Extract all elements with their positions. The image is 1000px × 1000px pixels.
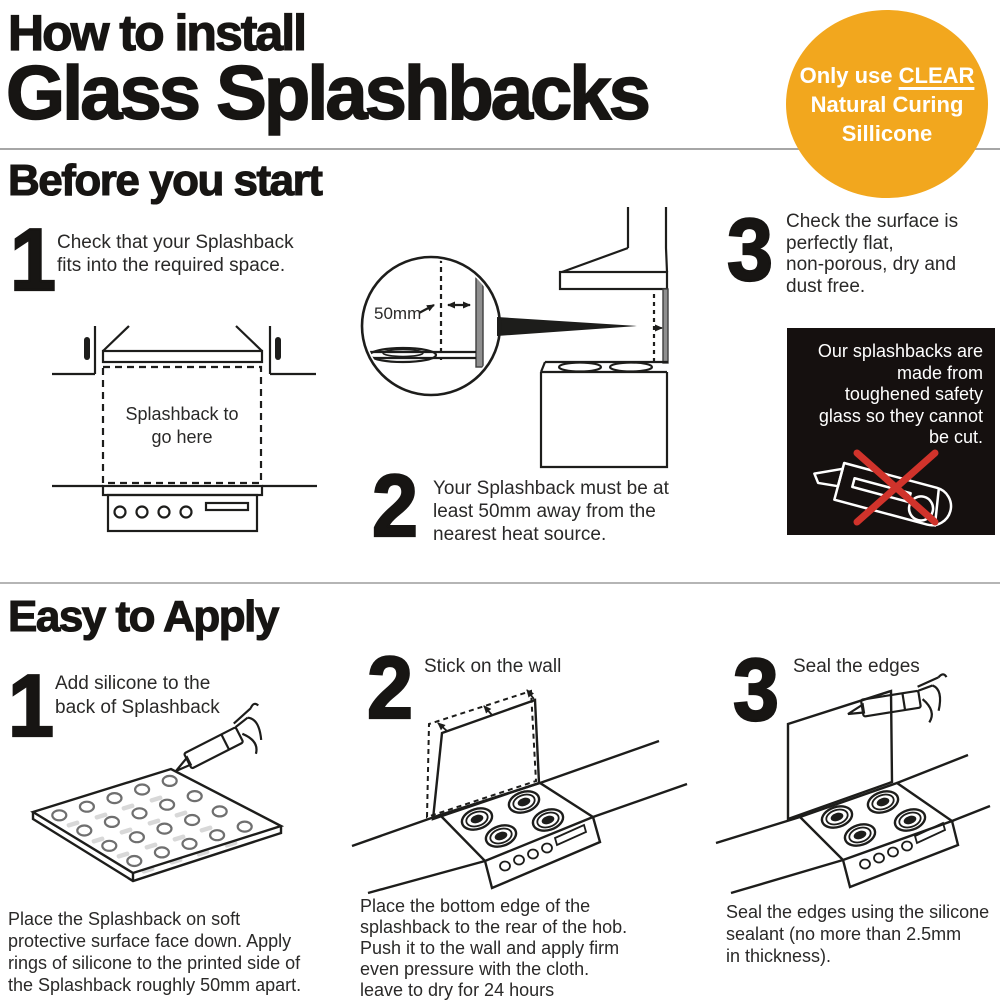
silicone-rings [51, 774, 253, 868]
step-number-2: 2 [371, 456, 419, 555]
hob-controls [859, 821, 947, 870]
apply-step-number-1: 1 [7, 656, 55, 755]
section-heading-apply: Easy to Apply [7, 591, 279, 641]
warning-text: Our splashbacks are made from toughened … [817, 341, 983, 447]
apply-step2-label: Stick on the wall [424, 656, 562, 677]
cabinet-handle-right [275, 337, 281, 360]
splashback-panel [431, 698, 541, 821]
hob-controls [499, 823, 588, 872]
hob-burners [820, 790, 927, 847]
measure-pointer-arrow [418, 304, 435, 314]
splashback-target-dashed [425, 689, 538, 819]
step-number-1: 1 [9, 210, 57, 309]
section-divider-top [0, 148, 1000, 150]
cooker-hood-icon [101, 325, 264, 364]
section-heading-before: Before you start [7, 155, 323, 205]
silicone-warning-badge: Only use CLEAR Natural Curing Sillicone [786, 10, 988, 198]
hob-front [483, 816, 602, 890]
page-title-line1: How to install [7, 4, 307, 61]
apply-step2-caption: Place the bottom edge of the splashback … [360, 896, 628, 1000]
magnifier-circle [360, 255, 502, 397]
apply-step1-caption: Place the Splashback on soft protective … [8, 909, 302, 995]
callout-wedge [497, 317, 637, 336]
badge-line2: Natural Curing [810, 91, 964, 117]
hob-burners [460, 790, 565, 848]
badge-line1: Only use CLEAR [799, 62, 975, 88]
apply-step1-label: Add silicone to the back of Splashback [55, 673, 220, 718]
step-number-3: 3 [726, 200, 774, 299]
splashback-board [30, 767, 285, 883]
diagram-stick-wall [351, 689, 688, 895]
splashback-edge [662, 288, 669, 364]
caulk-gun-icon [175, 702, 263, 773]
diagram-check-space [52, 325, 317, 533]
step3-text: Check the surface is perfectly flat, non… [786, 211, 959, 297]
caulk-gun-icon [847, 673, 948, 723]
counter-lines [351, 739, 688, 895]
measure-label-50mm: 50mm [374, 304, 422, 323]
badge-line3: Sillicone [841, 120, 933, 146]
diagram-apply-silicone [30, 702, 285, 883]
apply-step-number-3: 3 [732, 640, 780, 739]
page-title-line2: Glass Splashbacks [5, 50, 651, 137]
hood-side-view [558, 207, 669, 291]
splashback-target-outline [101, 365, 263, 485]
cooker-side-view [539, 360, 669, 469]
section-divider-middle [0, 582, 1000, 584]
utility-knife-crossed-icon [813, 449, 953, 527]
push-arrows [437, 689, 535, 732]
silicone-dashes [66, 795, 238, 874]
apply-step-number-2: 2 [366, 638, 414, 737]
cooker-front-icon [101, 484, 264, 533]
step2-text: Your Splashback must be at least 50mm aw… [433, 478, 669, 545]
apply-step3-caption: Seal the edges using the silicone sealan… [726, 902, 990, 966]
toughened-glass-warning-box: Our splashbacks are made from toughened … [787, 328, 995, 535]
counter-lines [715, 753, 991, 895]
cabinet-handle-left [84, 337, 90, 360]
splashback-panel [786, 689, 894, 821]
diagram-50mm-gap [360, 207, 669, 469]
utility-knife-icon [813, 461, 953, 527]
diagram-seal-edges [715, 673, 991, 895]
red-cross-icon [853, 449, 939, 526]
hob-front [841, 820, 960, 889]
apply-step3-label: Seal the edges [793, 656, 920, 677]
step1-text: Check that your Splashback fits into the… [57, 232, 294, 276]
splashback-target-label: Splashback to go here [125, 404, 239, 447]
badge-underlined-word: CLEAR [898, 62, 975, 88]
